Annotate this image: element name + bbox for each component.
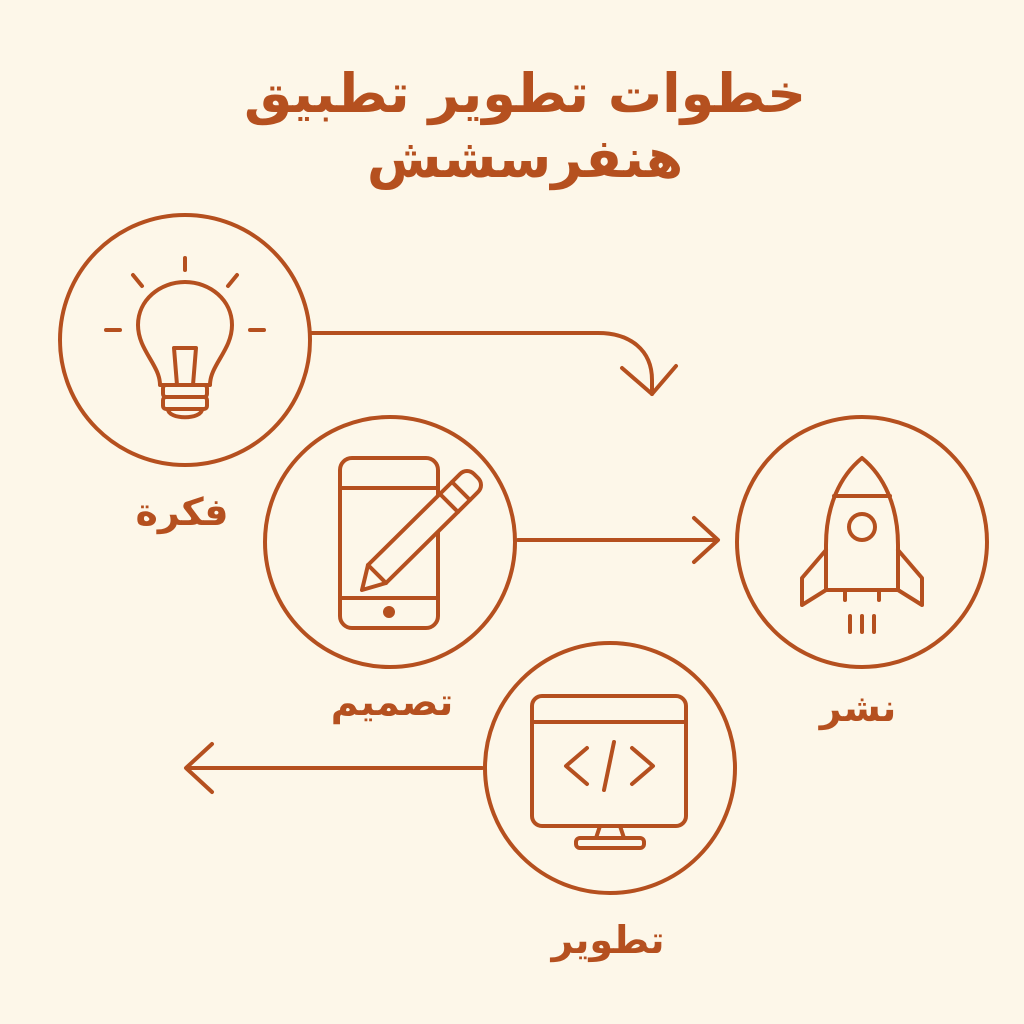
step-develop-label: تطوير — [551, 918, 665, 962]
phone-pencil-icon — [338, 456, 483, 630]
step-develop-node — [483, 641, 737, 895]
arrow-develop-to-left — [184, 742, 484, 794]
step-develop-circle — [483, 641, 737, 895]
page-title: خطوات تطوير تطبيق هنفرسشش — [244, 62, 806, 190]
rocket-icon — [800, 456, 924, 634]
lightbulb-icon — [104, 256, 266, 420]
step-idea-circle — [58, 213, 312, 467]
arrow-idea-to-publish — [308, 331, 678, 396]
code-monitor-icon — [530, 694, 688, 850]
step-publish-node — [735, 415, 989, 669]
arrow-design-to-publish — [516, 516, 720, 564]
step-design-circle — [263, 415, 517, 669]
step-publish-circle — [735, 415, 989, 669]
step-design-label: تصميم — [330, 680, 454, 724]
step-publish-label: نشر — [819, 686, 897, 730]
step-idea-node — [58, 213, 312, 467]
step-idea-label: فكرة — [135, 490, 229, 534]
step-design-node — [263, 415, 517, 669]
